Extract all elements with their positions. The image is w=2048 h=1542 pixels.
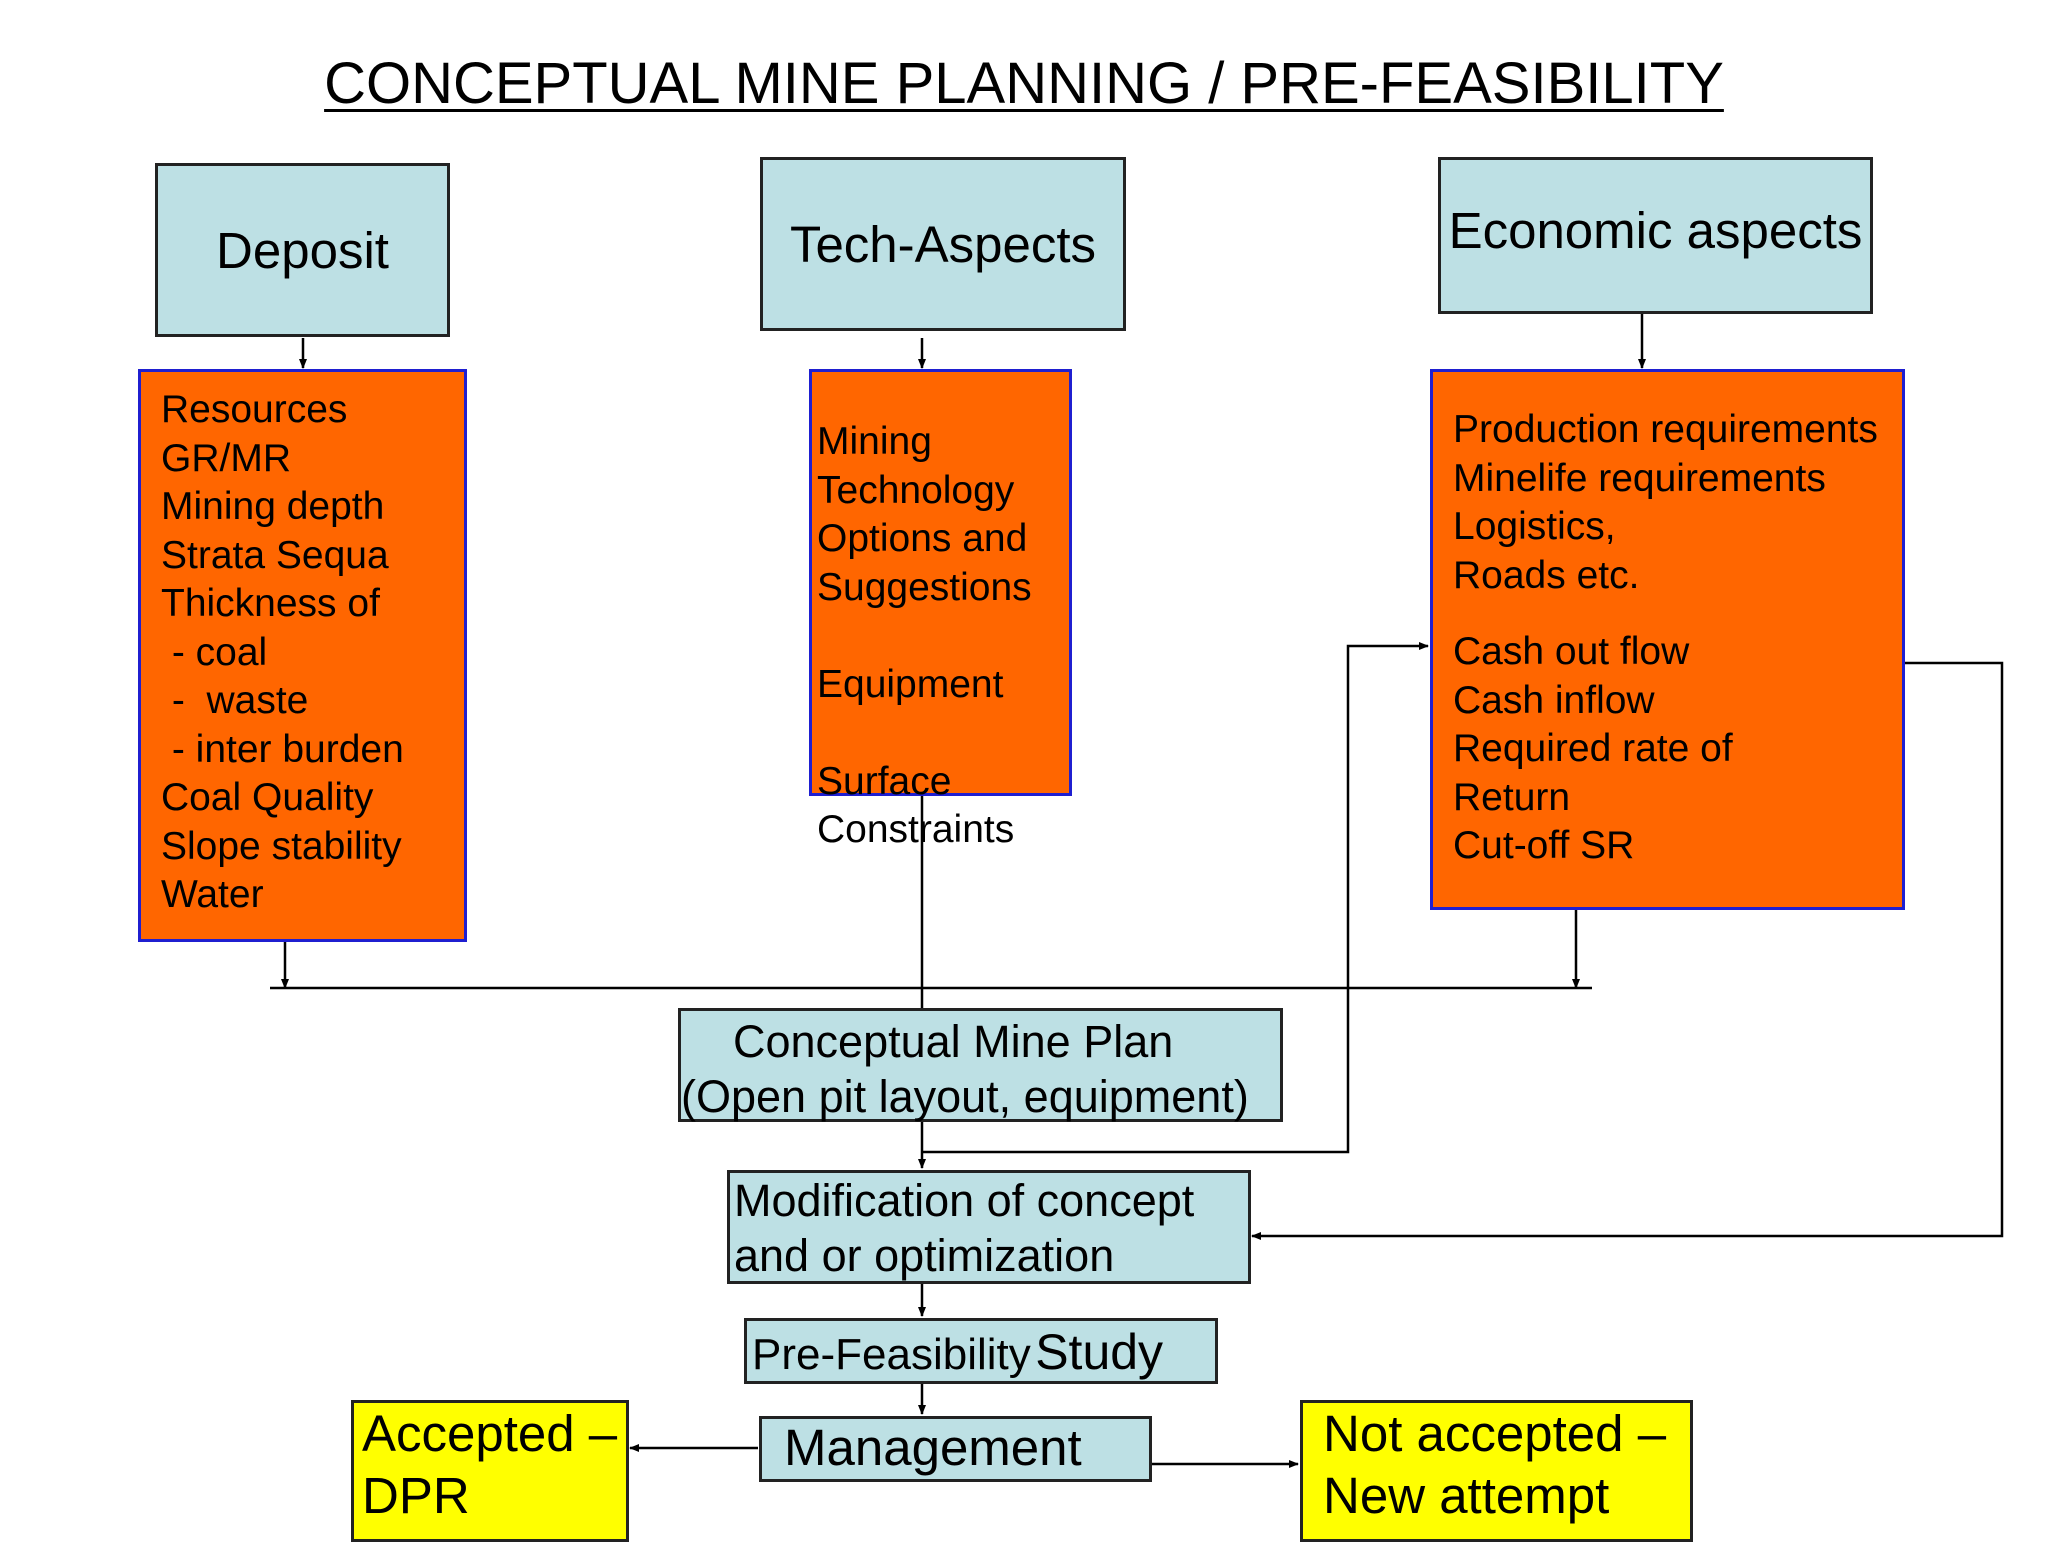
economic-item [1453,600,1902,628]
tech-item: Technology [817,468,1015,512]
deposit-item: GR/MR [161,436,291,480]
accepted-box: Accepted – DPR [351,1400,629,1542]
modification-line1: Modification of concept [734,1175,1195,1226]
not-accepted-line2: New attempt [1323,1467,1610,1524]
deposit-item: Coal Quality [161,776,374,819]
modification-box: Modification of concept and or optimizat… [727,1170,1251,1284]
tech-item: Equipment [817,662,1004,706]
economic-item: Return [1453,775,1571,819]
deposit-item: Strata Sequa [161,533,389,577]
tech-item [817,709,1032,758]
economic-item: Roads etc. [1453,553,1640,597]
deposit-item: Mining depth [161,485,385,528]
accepted-line1: Accepted – [362,1405,618,1462]
deposit-item: Slope stability [161,824,402,868]
arrow-economic-modification [1251,661,2004,1240]
economic-aspects-label: Economic aspects [1448,202,1863,259]
not-accepted-box: Not accepted – New attempt [1300,1400,1693,1542]
not-accepted-line1: Not accepted – [1323,1405,1667,1462]
conceptual-mine-plan-box: Conceptual Mine Plan (Open pit layout, e… [678,1008,1283,1122]
economic-item: Cut-off SR [1453,824,1635,867]
deposit-box: Deposit [155,163,450,337]
tech-aspects-box: Tech-Aspects [760,157,1126,331]
tech-item: Suggestions [817,565,1032,609]
deposit-details-box: Resources GR/MR Mining depth Strata Sequ… [138,369,467,942]
arrow-feedback-economic [922,642,1429,1154]
conceptual-mine-plan-title: Conceptual Mine Plan [733,1016,1174,1067]
economic-item: Required rate of [1453,727,1733,770]
prefeasibility-study-label: Study [1035,1324,1164,1380]
prefeasibility-label: Pre-Feasibility [752,1330,1031,1379]
conceptual-mine-plan-subtitle: (Open pit layout, equipment) [681,1071,1249,1122]
tech-details-box [809,369,1072,796]
tech-aspects-label: Tech-Aspects [789,215,1097,273]
tech-item: Mining [817,420,932,463]
economic-item: Logistics, [1453,505,1616,548]
accepted-line2: DPR [362,1467,470,1524]
deposit-item: - inter burden [161,727,404,771]
management-label: Management [784,1419,1082,1476]
economic-item: Minelife requirements [1453,456,1826,500]
economic-item: Production requirements [1453,408,1878,451]
tech-item [817,612,1032,661]
tech-details-text: Mining Technology Options and Suggestion… [797,404,1032,855]
deposit-item: Resources [161,388,348,431]
deposit-label: Deposit [216,221,389,279]
economic-details-box: Production requirements Minelife require… [1430,369,1905,910]
economic-item: Cash out flow [1453,630,1690,673]
tech-item: Constraints [817,808,1015,851]
deposit-item: Water [161,873,264,916]
deposit-item: - waste [161,679,309,722]
prefeasibility-box: Pre-Feasibility Study [744,1318,1218,1384]
deposit-item: - coal [161,630,268,674]
economic-item: Cash inflow [1453,678,1655,722]
economic-aspects-box: Economic aspects [1438,157,1873,314]
page-title: CONCEPTUAL MINE PLANNING / PRE-FEASIBILI… [324,51,1724,116]
modification-line2: and or optimization [734,1230,1115,1281]
deposit-item: Thickness of [161,582,380,625]
tech-item: Surface [817,759,952,803]
tech-item: Options and [817,517,1028,560]
management-box: Management [759,1416,1152,1482]
